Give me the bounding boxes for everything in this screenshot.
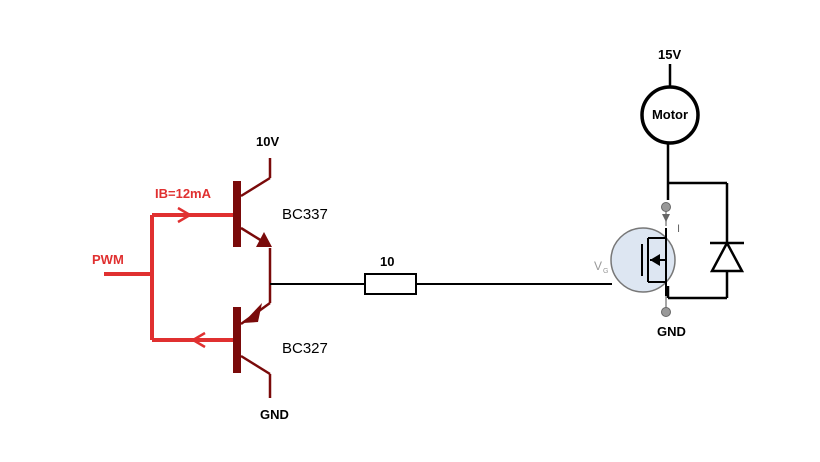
supply-15v-label: 15V xyxy=(658,47,681,62)
flyback-diode-icon xyxy=(709,240,745,273)
bc327-emitter-arrow-icon xyxy=(243,303,262,323)
gate-voltage-label: V xyxy=(594,259,602,273)
gnd-right-label: GND xyxy=(657,324,686,339)
flyback-diode-loop xyxy=(666,181,745,300)
mosfet: I V G xyxy=(594,202,680,317)
supply-10v-label: 10V xyxy=(256,134,279,149)
motor-label: Motor xyxy=(652,107,688,122)
current-label: I xyxy=(677,223,680,235)
ib-arrow-right-icon xyxy=(177,206,193,224)
bc327-transistor xyxy=(233,284,272,398)
base-current-arrows xyxy=(177,206,206,349)
bc337-collector xyxy=(240,176,271,198)
source-pin-icon xyxy=(661,307,671,317)
ib-label: IB=12mA xyxy=(155,186,212,201)
bc327-base-bar xyxy=(233,307,241,373)
gate-resistor xyxy=(364,273,417,295)
drain-pin-icon xyxy=(661,202,671,212)
pwm-input-wiring xyxy=(104,213,236,342)
motor-icon xyxy=(640,85,700,145)
gnd-left-label: GND xyxy=(260,407,289,422)
bc337-emitter-arrow-icon xyxy=(256,232,272,247)
bc337-base-bar xyxy=(233,181,241,247)
mosfet-channel-arrow-icon xyxy=(650,254,660,266)
bc337-label: BC337 xyxy=(282,206,328,223)
bc327-label: BC327 xyxy=(282,340,328,357)
drain-current-arrow-icon xyxy=(662,214,670,222)
pwm-label: PWM xyxy=(92,252,124,267)
bc327-collector xyxy=(240,354,271,376)
bc337-transistor xyxy=(233,158,272,284)
ib-arrow-left-icon xyxy=(190,331,206,349)
resistor-value-label: 10 xyxy=(380,254,394,269)
gate-drive-wiring xyxy=(270,273,612,295)
gate-voltage-subscript: G xyxy=(603,268,608,275)
bc337-emitter xyxy=(240,226,263,243)
